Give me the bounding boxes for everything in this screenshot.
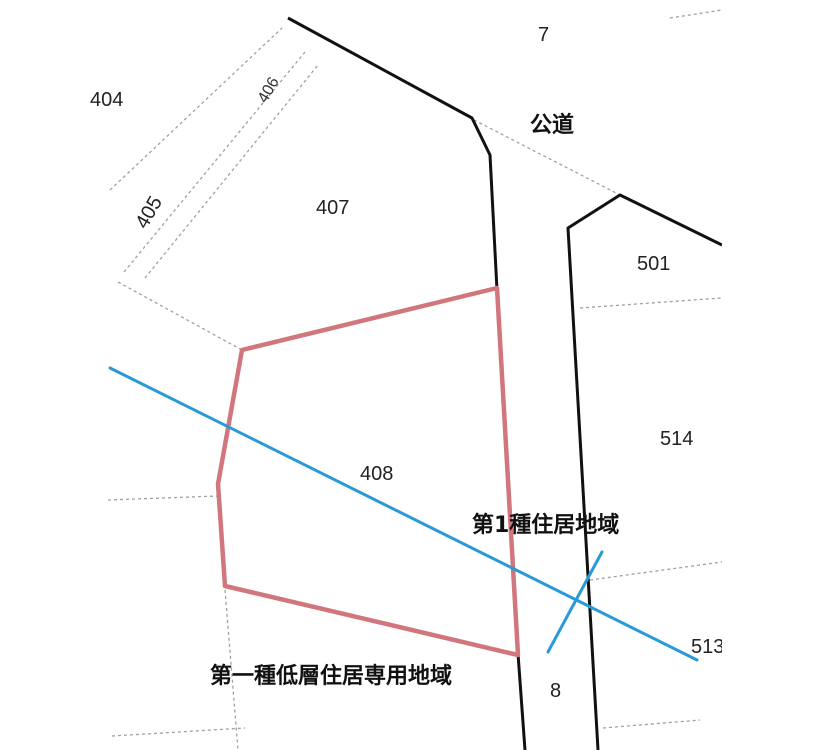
parcel-405: 405 xyxy=(131,193,167,233)
lot-line xyxy=(224,589,239,750)
parcel-8: 8 xyxy=(550,680,561,702)
zone-label-lower: 第一種低層住居専用地域 xyxy=(210,663,452,689)
road-label: 公道 xyxy=(530,112,574,138)
road-edge-west xyxy=(287,16,499,291)
parcel-404: 404 xyxy=(90,89,123,111)
lot-line xyxy=(111,727,246,737)
lot-line xyxy=(669,9,723,19)
lot-line xyxy=(579,297,723,309)
parcel-501: 501 xyxy=(637,253,670,275)
parcel-513: 513 xyxy=(691,636,724,658)
road-edge-east xyxy=(566,193,723,750)
parcel-407: 407 xyxy=(316,197,349,219)
parcel-408: 408 xyxy=(360,463,393,485)
lot-line xyxy=(107,495,219,501)
lot-line xyxy=(109,27,283,191)
zone-leader-upper xyxy=(574,550,604,602)
parcel-514: 514 xyxy=(660,428,693,450)
lot-lines xyxy=(107,9,723,750)
zone-boundary-line xyxy=(108,366,699,662)
lot-line xyxy=(602,719,701,729)
right-margin xyxy=(722,0,824,750)
parcel-406: 406 xyxy=(255,74,283,106)
lot-line xyxy=(589,561,723,581)
zone-label-upper: 第1種住居地域 xyxy=(472,512,619,538)
zone-boundary xyxy=(108,366,699,662)
lot-line xyxy=(117,281,243,351)
parcel-7: 7 xyxy=(538,24,549,46)
zone-leader-lower xyxy=(546,598,578,654)
lot-line xyxy=(144,64,319,279)
subject-parcel-408 xyxy=(215,285,521,658)
